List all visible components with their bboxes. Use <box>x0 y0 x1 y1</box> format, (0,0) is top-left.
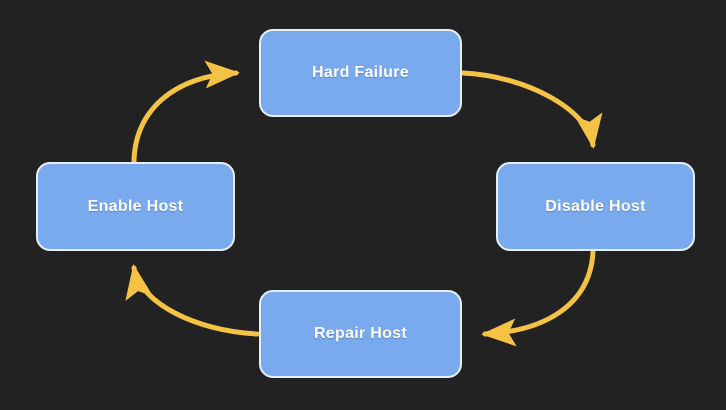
edge-enable-host-to-hard-failure <box>131 60 240 166</box>
edge-repair-host-to-enable-host <box>125 264 260 337</box>
edge-disable-host-to-repair-host <box>481 249 596 347</box>
node-hard-failure[interactable]: Hard Failure <box>259 29 462 117</box>
node-repair-host[interactable]: Repair Host <box>259 290 462 378</box>
node-repair-host-label: Repair Host <box>313 325 408 342</box>
node-disable-host[interactable]: Disable Host <box>496 162 695 251</box>
node-disable-host-label: Disable Host <box>545 197 646 215</box>
node-enable-host[interactable]: Enable Host <box>36 162 235 251</box>
node-hard-failure-label: Hard Failure <box>312 64 409 81</box>
node-enable-host-label: Enable Host <box>87 197 184 215</box>
edge-hard-failure-to-disable-host <box>460 70 603 149</box>
